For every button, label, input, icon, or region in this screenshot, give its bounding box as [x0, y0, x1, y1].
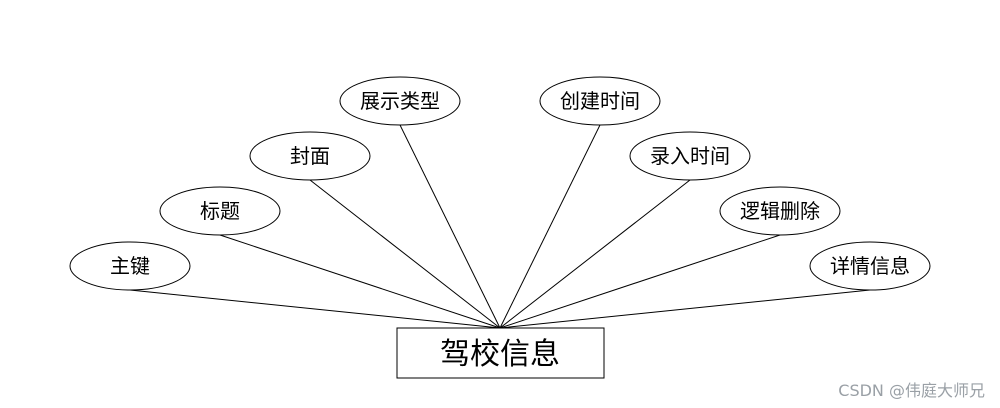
connector-lines: [129, 124, 871, 329]
watermark-text: CSDN @伟庭大师兄: [838, 381, 985, 400]
attribute-label: 录入时间: [650, 144, 730, 168]
connector-cover: [309, 179, 501, 329]
entity-box: 驾校信息: [396, 327, 605, 379]
attribute-label: 封面: [290, 144, 330, 168]
attribute-pk: 主键: [69, 241, 191, 291]
attribute-label: 展示类型: [360, 89, 440, 113]
connector-entered: [499, 179, 691, 329]
connector-title: [219, 234, 501, 329]
attribute-entered: 录入时间: [629, 131, 751, 181]
attribute-label: 创建时间: [560, 89, 640, 113]
attribute-label: 标题: [200, 199, 240, 223]
attribute-logicdel: 逻辑删除: [719, 186, 841, 236]
connector-detail: [499, 289, 871, 329]
connector-logicdel: [499, 234, 781, 329]
attribute-label: 主键: [110, 254, 150, 278]
entity-label: 驾校信息: [440, 337, 560, 372]
connector-created: [499, 124, 601, 329]
attribute-label: 逻辑删除: [740, 199, 820, 223]
attribute-title: 标题: [159, 186, 281, 236]
attribute-label: 详情信息: [830, 254, 910, 278]
attribute-detail: 详情信息: [809, 241, 931, 291]
attribute-cover: 封面: [249, 131, 371, 181]
attribute-dtype: 展示类型: [339, 76, 461, 126]
attribute-created: 创建时间: [539, 76, 661, 126]
connector-pk: [129, 289, 501, 329]
connector-dtype: [399, 124, 501, 329]
